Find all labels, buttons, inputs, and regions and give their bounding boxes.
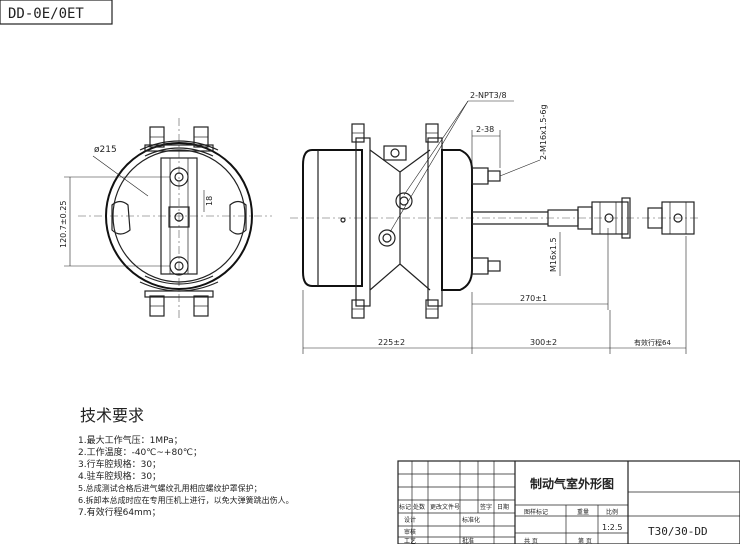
tb-code: T30/30-DD — [648, 525, 708, 538]
side-view: 2-NPT3/8 2-38 2-M16x1.5-6g M16x1.5 270±1… — [290, 91, 700, 354]
dim-rod-thread: M16x1.5 — [549, 237, 558, 272]
front-view: ø215 120.7±0.25 18 — [59, 118, 272, 318]
dim-flange-dia: ø215 — [94, 145, 117, 155]
tb-role: 设计 — [404, 516, 416, 524]
tb-header: 签字 — [480, 503, 492, 511]
dim-port: 2-NPT3/8 — [470, 91, 507, 100]
dim-studs: 2-M16x1.5-6g — [539, 104, 548, 160]
title-block: 标记 处数 更改文件号 签字 日期 设计 标准化 审核 工艺 批准 制动气室外形… — [397, 460, 740, 544]
dim-rod-len: 270±1 — [520, 294, 547, 303]
tb-role: 工艺 — [404, 537, 416, 544]
tb-header: 处数 — [413, 503, 425, 511]
mirrored-code: DD-0E/0ET — [8, 6, 84, 22]
tech-req-item: 2.工作温度：-40℃~+80℃； — [78, 446, 202, 458]
tech-req-item: 3.行车腔规格：30； — [78, 458, 161, 470]
dim-rod-ext: 300±2 — [530, 338, 557, 347]
tech-req-item: 4.驻车腔规格：30； — [78, 470, 161, 482]
tb-role: 审核 — [404, 528, 416, 536]
dim-height: 120.7±0.25 — [59, 201, 68, 248]
tb-sheet-no: 第 页 — [578, 537, 592, 544]
tech-req-item: 5.总成测试合格后进气螺纹孔用相应螺纹护罩保护； — [78, 483, 262, 493]
dim-port-spacing: 2-38 — [476, 125, 494, 134]
tb-header: 标记 — [399, 503, 411, 511]
tb-header: 日期 — [497, 503, 509, 511]
dim-body-len: 225±2 — [378, 338, 405, 347]
tb-mark-header: 图样标记 — [524, 508, 548, 516]
tb-scale: 1:2.5 — [602, 523, 623, 532]
tb-part-name: 制动气室外形图 — [530, 476, 614, 491]
dim-stroke: 有效行程64 — [634, 338, 671, 347]
tb-header: 更改文件号 — [430, 503, 460, 511]
tech-req-item: 7.有效行程64mm； — [78, 506, 161, 518]
tb-approve: 批准 — [462, 537, 474, 544]
dim-inner: 18 — [205, 196, 214, 206]
tb-sheets-total: 共 页 — [524, 537, 538, 544]
tech-req-item: 1.最大工作气压：1MPa； — [78, 434, 183, 446]
tech-req-item: 6.拆卸本总成时应在专用压机上进行，以免大弹簧跳出伤人。 — [78, 495, 294, 505]
code-box-top-left: DD-0E/0ET — [0, 0, 113, 25]
tech-requirements: 技术要求 1.最大工作气压：1MPa； 2.工作温度：-40℃~+80℃； 3.… — [78, 406, 294, 518]
tb-weight-header: 重量 — [577, 508, 589, 516]
tb-scale-header: 比例 — [606, 508, 618, 516]
tb-standardize: 标准化 — [462, 516, 480, 524]
tech-req-title: 技术要求 — [80, 406, 144, 425]
